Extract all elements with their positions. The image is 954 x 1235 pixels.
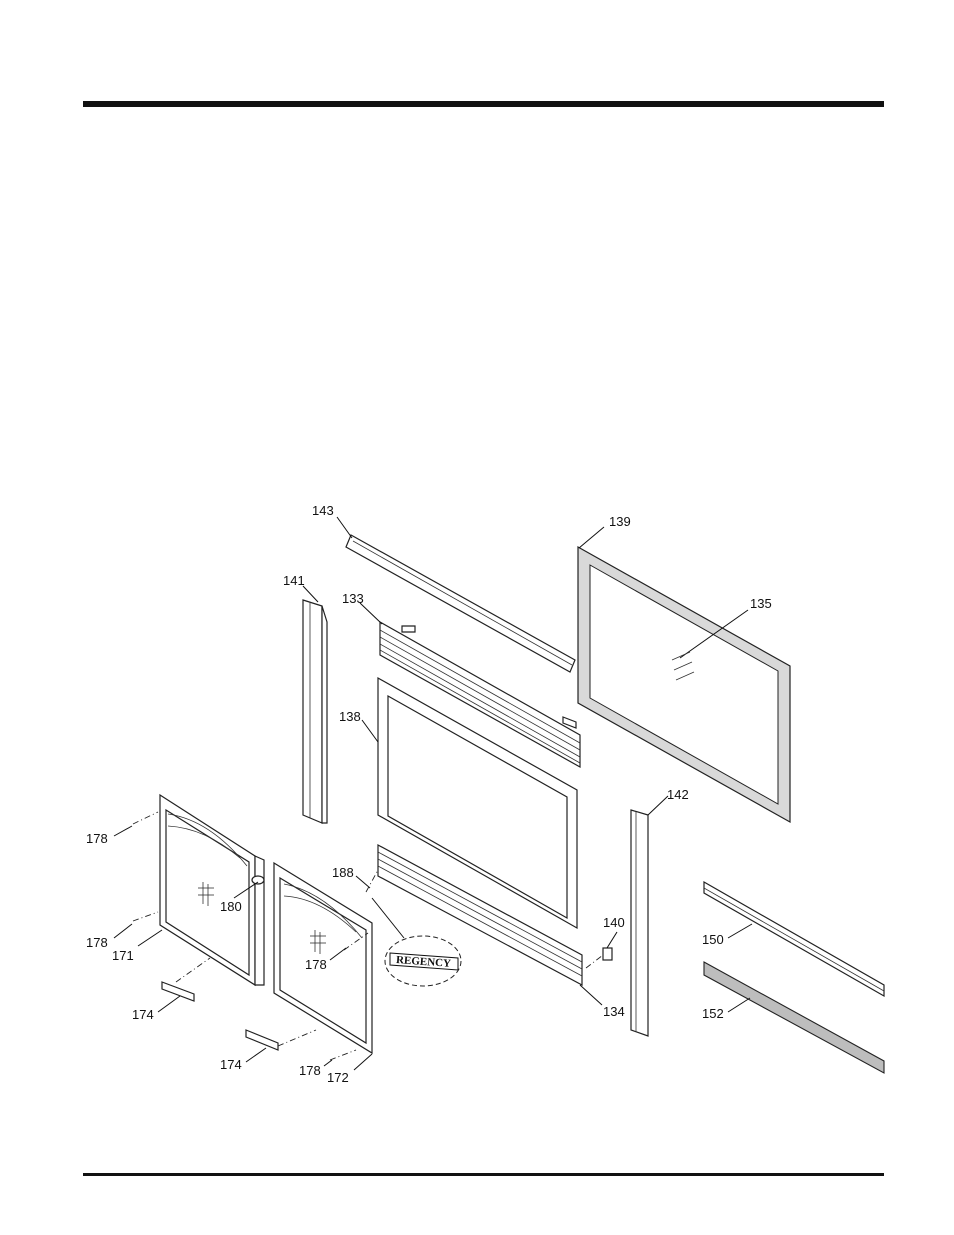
part-133-upper-louvre bbox=[359, 602, 581, 769]
label-133: 133 bbox=[342, 591, 364, 606]
label-141: 141 bbox=[283, 573, 305, 588]
part-171-left-door bbox=[137, 793, 265, 987]
label-143: 143 bbox=[312, 503, 334, 518]
label-180: 180 bbox=[220, 899, 242, 914]
label-139: 139 bbox=[609, 514, 631, 529]
part-140-bracket bbox=[585, 931, 618, 969]
part-150-trim bbox=[703, 880, 885, 998]
label-135: 135 bbox=[750, 596, 772, 611]
part-188-screw bbox=[355, 869, 405, 939]
part-139-gasket bbox=[577, 526, 791, 824]
label-178-bottom: 178 bbox=[299, 1063, 321, 1078]
label-188: 188 bbox=[332, 865, 354, 880]
footer-rule bbox=[83, 1173, 884, 1176]
label-140: 140 bbox=[603, 915, 625, 930]
part-142-right-trim bbox=[630, 795, 669, 1037]
part-152-trim bbox=[703, 961, 885, 1074]
label-174-bottom: 174 bbox=[220, 1057, 242, 1072]
label-138: 138 bbox=[339, 709, 361, 724]
part-135-glass bbox=[671, 609, 749, 681]
label-150: 150 bbox=[702, 932, 724, 947]
part-143-top-trim bbox=[336, 516, 576, 673]
label-171: 171 bbox=[112, 948, 134, 963]
part-174-handles bbox=[157, 957, 317, 1063]
part-134-lower-louvre bbox=[377, 843, 603, 1006]
label-174-left: 174 bbox=[132, 1007, 154, 1022]
part-138-frame bbox=[361, 676, 578, 930]
label-152: 152 bbox=[702, 1006, 724, 1021]
label-178-top-left: 178 bbox=[86, 831, 108, 846]
regency-logo-plate bbox=[384, 935, 462, 987]
label-142: 142 bbox=[667, 787, 689, 802]
label-178-right-door: 178 bbox=[305, 957, 327, 972]
label-172: 172 bbox=[327, 1070, 349, 1085]
glass-hatch-icon bbox=[198, 882, 214, 906]
glass-hatch-icon bbox=[310, 930, 326, 954]
header-rule bbox=[83, 101, 884, 107]
part-178-screws bbox=[113, 811, 369, 1067]
label-134: 134 bbox=[603, 1004, 625, 1019]
part-141-left-trim bbox=[302, 585, 328, 824]
part-172-right-door bbox=[273, 861, 373, 1071]
regency-logo-text: REGENCY bbox=[396, 954, 452, 970]
label-178-mid-left: 178 bbox=[86, 935, 108, 950]
part-180-hinge bbox=[233, 875, 265, 899]
